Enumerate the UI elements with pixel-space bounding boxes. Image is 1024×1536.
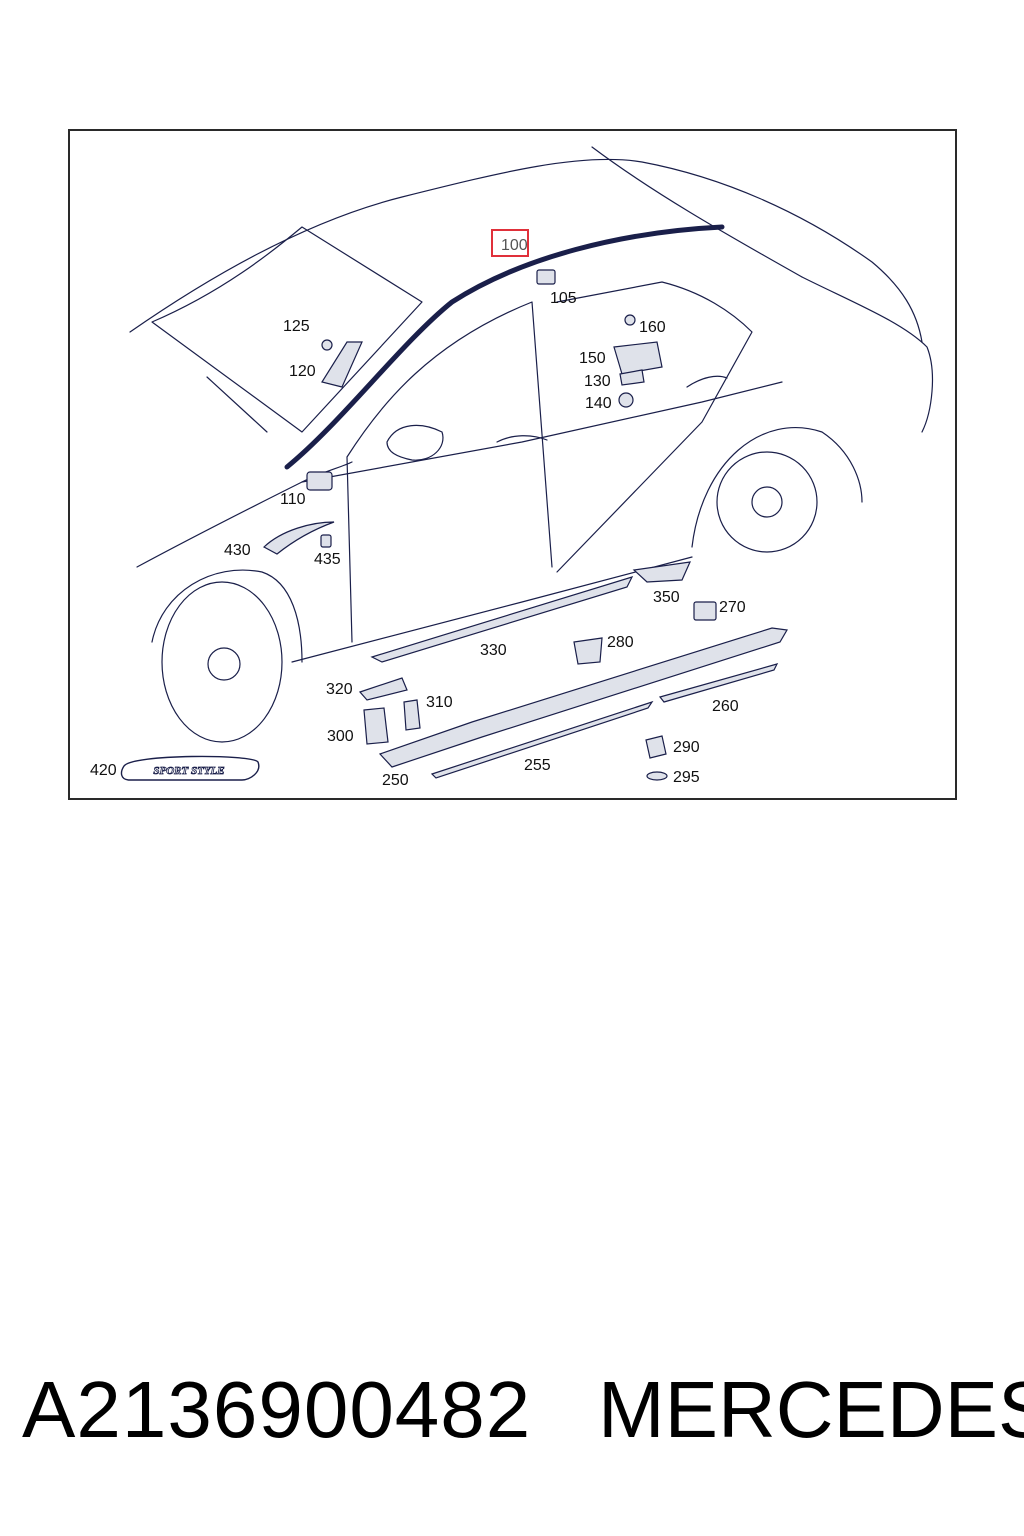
brand-name: MERCEDES	[598, 1365, 1024, 1454]
trim-strip-260	[658, 663, 779, 703]
rear-wheel-arch	[691, 427, 863, 548]
parts-diagram-frame: SPORT STYLE 100 105 110 120 125 130 140 …	[68, 129, 957, 800]
clip-310	[403, 699, 421, 731]
callout-330[interactable]: 330	[480, 642, 507, 659]
callout-125[interactable]: 125	[283, 318, 310, 335]
washer-295	[646, 771, 668, 781]
rear-door-handle	[686, 375, 728, 388]
clip-290	[645, 735, 667, 759]
sill-panel-250	[378, 627, 788, 768]
rear-window	[591, 146, 803, 278]
callout-110[interactable]: 110	[280, 491, 306, 508]
screw-125	[321, 339, 333, 351]
callout-160[interactable]: 160	[639, 319, 666, 336]
plug-435	[320, 534, 332, 548]
callout-295[interactable]: 295	[673, 769, 700, 786]
callout-100[interactable]: 100	[501, 237, 528, 254]
callout-120[interactable]: 120	[289, 363, 316, 380]
clip-105	[536, 269, 556, 285]
callout-350[interactable]: 350	[653, 589, 680, 606]
car-roof-outline	[129, 158, 923, 343]
part-number: A2136900482	[22, 1365, 532, 1454]
callout-280[interactable]: 280	[607, 634, 634, 651]
callout-420[interactable]: 420	[90, 762, 117, 779]
clip-300	[363, 707, 389, 745]
rear-wheel-hub	[751, 486, 783, 518]
highlight-box	[491, 229, 529, 257]
holder-280	[573, 637, 603, 665]
badge-text: SPORT STYLE	[153, 765, 224, 777]
rear-body	[801, 276, 934, 433]
rear-door	[556, 281, 753, 573]
bracket-350	[632, 561, 691, 583]
callout-130[interactable]: 130	[584, 373, 611, 390]
clip-270	[693, 601, 717, 621]
mirror	[386, 424, 444, 461]
front-wheel	[161, 581, 283, 743]
callout-260[interactable]: 260	[712, 698, 739, 715]
rear-wheel	[716, 451, 818, 553]
cover-110	[306, 471, 333, 491]
roof-trim-strip	[284, 224, 725, 470]
sport-style-badge: SPORT STYLE	[120, 755, 260, 781]
wiper	[206, 376, 268, 433]
screw-160	[624, 314, 636, 326]
emblem-430	[262, 521, 335, 555]
callout-430[interactable]: 430	[224, 542, 251, 559]
bracket-120	[321, 341, 363, 388]
car-parts-illustration: SPORT STYLE 100 105 110 120 125 130 140 …	[90, 146, 934, 789]
callout-320[interactable]: 320	[326, 681, 353, 698]
front-wheel-arch	[151, 569, 303, 663]
front-door	[346, 301, 553, 643]
molding-330	[370, 576, 634, 663]
callout-140[interactable]: 140	[585, 395, 612, 412]
grommet-140	[618, 392, 634, 408]
callout-105[interactable]: 105	[550, 290, 577, 307]
windshield-outline	[151, 226, 423, 433]
callout-310[interactable]: 310	[426, 694, 453, 711]
front-door-handle	[496, 435, 548, 443]
bracket-320	[358, 677, 408, 701]
callout-150[interactable]: 150	[579, 350, 606, 367]
callout-290[interactable]: 290	[673, 739, 700, 756]
callout-255[interactable]: 255	[524, 757, 551, 774]
front-wheel-hub	[207, 647, 241, 681]
clip-130	[619, 369, 645, 386]
callout-435[interactable]: 435	[314, 551, 341, 568]
hood-line	[136, 461, 353, 568]
callout-270[interactable]: 270	[719, 599, 746, 616]
belt-line	[301, 381, 783, 483]
bracket-150	[613, 341, 663, 375]
callout-250[interactable]: 250	[382, 772, 409, 789]
trim-strip-255	[430, 700, 654, 779]
callout-300[interactable]: 300	[327, 728, 354, 745]
